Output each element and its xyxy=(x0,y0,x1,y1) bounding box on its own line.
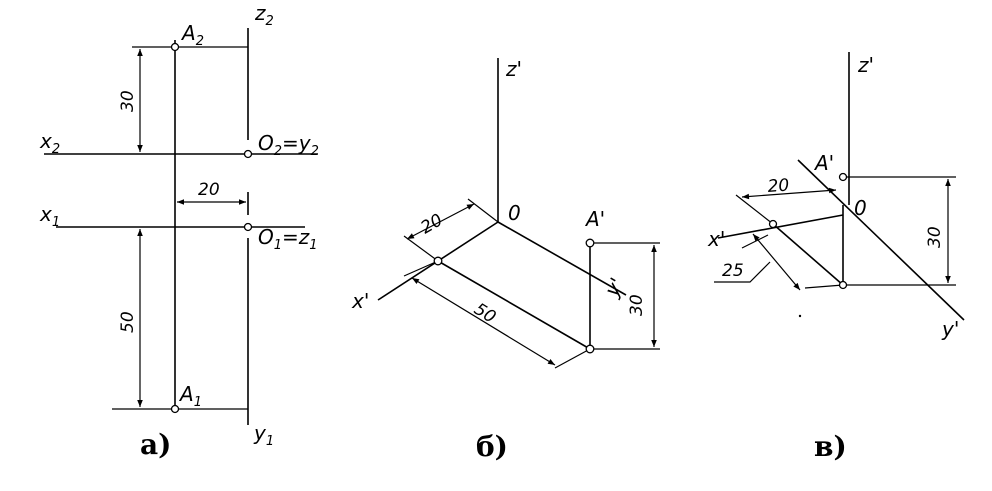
dim-30-text: 30 xyxy=(118,90,138,112)
label-x-b: x' xyxy=(351,289,369,313)
label-a2: A2 xyxy=(180,21,204,49)
ext-20-b2 xyxy=(403,235,439,262)
label-z-c: z' xyxy=(857,53,874,77)
label-o-b: 0 xyxy=(508,201,521,225)
dim-50-line-b xyxy=(411,277,556,366)
label-y1: y1 xyxy=(253,421,274,449)
dim-20-line-b xyxy=(406,203,475,240)
label-z2: z2 xyxy=(254,1,274,29)
caption-c: в) xyxy=(814,430,847,463)
label-a-b: A' xyxy=(584,207,605,231)
label-a-c: A' xyxy=(813,151,834,175)
speck-c xyxy=(798,314,802,318)
dim-25-line-c xyxy=(752,233,801,291)
y-axis-c xyxy=(797,159,965,321)
label-o1-z1: O1=z1 xyxy=(258,225,318,253)
label-y-c: y' xyxy=(941,317,959,341)
point-a1-b xyxy=(585,344,595,354)
point-a1-c xyxy=(838,280,848,290)
dim-50-text-b: 50 xyxy=(470,299,499,327)
point-o1 xyxy=(243,222,253,232)
dim-30-text-c: 30 xyxy=(925,226,945,248)
dim-50-text: 50 xyxy=(118,311,138,333)
y-axis-b xyxy=(497,221,627,296)
dim-20-text: 20 xyxy=(198,180,220,200)
label-z-b: z' xyxy=(505,57,522,81)
point-o2 xyxy=(243,149,253,159)
caption-a: а) xyxy=(140,428,171,461)
x-axis-c xyxy=(717,214,844,239)
point-ax-c xyxy=(768,219,778,229)
leader-25-c xyxy=(714,261,771,283)
ext-20-c xyxy=(735,194,774,225)
dim-30-text-b: 30 xyxy=(627,294,647,316)
construction-line-b1 xyxy=(437,260,591,350)
dim-20-line-c xyxy=(741,187,837,200)
label-x2: x2 xyxy=(39,129,60,157)
point-a-b xyxy=(585,238,595,248)
point-a1 xyxy=(170,404,180,414)
label-a1: A1 xyxy=(178,382,202,410)
ext-20-b1 xyxy=(467,198,499,223)
label-x-c: x' xyxy=(707,227,725,251)
label-x1: x1 xyxy=(39,202,60,230)
panel-c: z' A' 0 x' y' 20 25 30 в) xyxy=(707,52,965,463)
point-ax-b xyxy=(433,256,443,266)
caption-b: б) xyxy=(476,430,508,463)
extension-bottom-left-c xyxy=(804,284,844,289)
label-y-b: y' xyxy=(599,273,629,301)
dim-25-text-c: 25 xyxy=(722,261,744,281)
ext-50-b2 xyxy=(554,348,591,369)
label-o2-y2: O2=y2 xyxy=(258,131,319,159)
panel-a: A2 z2 x2 O2=y2 x1 O1=z1 A1 y1 30 20 50 а… xyxy=(39,1,319,461)
dim-20-text-b: 20 xyxy=(418,210,447,238)
construction-line-c1 xyxy=(772,223,844,286)
point-a-c xyxy=(838,172,848,182)
panel-b: z' 0 A' y' x' 20 50 30 б) xyxy=(351,57,660,463)
ext-50-b1 xyxy=(403,260,439,277)
label-o-c: 0 xyxy=(854,196,867,220)
point-a2 xyxy=(170,42,180,52)
dim-20-text-c: 20 xyxy=(767,176,790,197)
